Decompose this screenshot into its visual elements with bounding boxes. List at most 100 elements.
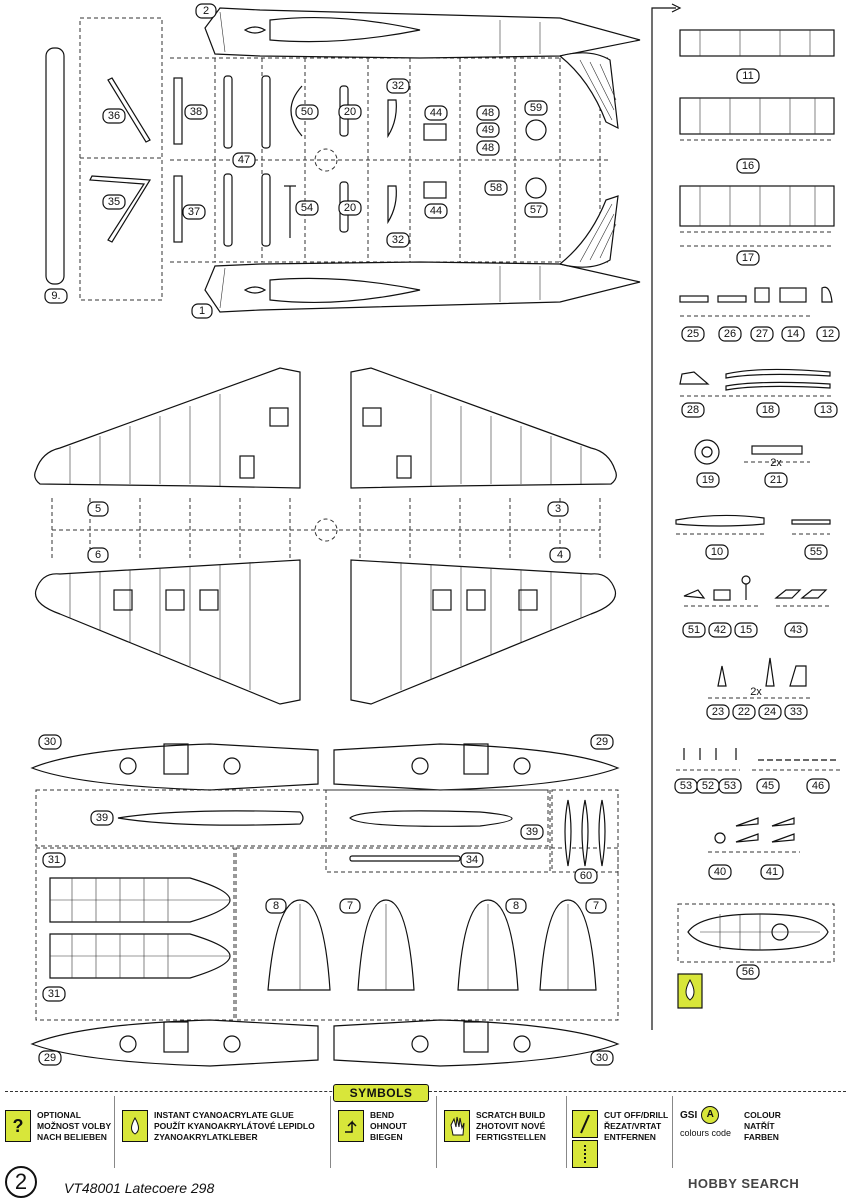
wing-lower-right [350, 559, 617, 705]
part-tag-48: 48 [476, 140, 500, 156]
part-tag-label: 50 [301, 106, 313, 118]
question-icon: ? [5, 1110, 31, 1142]
colour-cz: NATŘÍT [744, 1121, 775, 1131]
colour-de: FARBEN [744, 1132, 779, 1142]
part-tag-label: 37 [188, 206, 200, 218]
part-tag-label: 7 [593, 900, 599, 912]
part-tag-27: 27 [750, 326, 774, 342]
part-tag-label: 23 [712, 706, 724, 718]
part-tag-24: 24 [758, 704, 782, 720]
part-tag-label: 59 [530, 102, 542, 114]
part-tag-label: 31 [48, 988, 60, 1000]
quantity-annotation: 2x [770, 457, 782, 469]
part-tag-label: 25 [687, 328, 699, 340]
part-tag-18: 18 [756, 402, 780, 418]
part-tag-label: 2 [203, 5, 209, 17]
cut-de: ENTFERNEN [604, 1132, 656, 1142]
part-tag-59: 59 [524, 100, 548, 116]
glue-cz: POUŽÍT KYANOAKRYLÁTOVÉ LEPIDLO [154, 1121, 315, 1131]
column-divider [651, 3, 682, 1030]
part-tag-39: 39 [520, 824, 544, 840]
part-tag-10: 10 [705, 544, 729, 560]
part-tag-label: 11 [742, 70, 753, 82]
symbol-gsi: GSI A colours code [680, 1106, 731, 1138]
part-tag-label: 48 [482, 142, 494, 154]
glue-marker [677, 973, 703, 1009]
part-tag-29: 29 [38, 1050, 62, 1066]
part-tag-22: 22 [732, 704, 756, 720]
tail-fins-7-8 [267, 899, 597, 991]
fuselage-half-top [204, 7, 641, 130]
part-tag-label: 33 [790, 706, 802, 718]
part-tag-label: 44 [430, 107, 442, 119]
colour-code-icon: A [701, 1106, 720, 1124]
gsi-code: colours code [680, 1128, 732, 1138]
part-tag-label: 3 [555, 503, 561, 515]
struts-35-36 [89, 77, 183, 243]
part-tag-50: 50 [295, 104, 319, 120]
part-tag-label: 10 [711, 546, 723, 558]
part-tag-60: 60 [574, 868, 598, 884]
colour-en: COLOUR [744, 1110, 781, 1120]
symbol-optional: ? OPTIONAL MOŽNOST VOLBY NACH BELIEBEN [5, 1110, 111, 1166]
part-tag-20: 20 [338, 104, 362, 120]
part-tag-37: 37 [182, 204, 206, 220]
part-tag-2: 2 [195, 3, 217, 19]
part-tag-25: 25 [681, 326, 705, 342]
part-tag-label: 22 [738, 706, 750, 718]
part-tag-26: 26 [718, 326, 742, 342]
part-tag-58: 58 [484, 180, 508, 196]
scratch-cz: ZHOTOVIT NOVÉ [476, 1121, 546, 1131]
part-tag-label: 32 [392, 234, 404, 246]
part-tag-label: 49 [482, 124, 494, 136]
scratch-en: SCRATCH BUILD [476, 1110, 546, 1120]
part-tag-41: 41 [760, 864, 784, 880]
bend-de: BIEGEN [370, 1132, 403, 1142]
small-parts-row-8 [708, 817, 800, 853]
part-tag-label: 57 [530, 204, 542, 216]
bend-arrow-icon [338, 1110, 364, 1142]
float-bottom-left [30, 1019, 319, 1067]
symbols-title: SYMBOLS [333, 1084, 429, 1102]
part-tag-label: 20 [344, 202, 356, 214]
part-tag-label: 42 [714, 624, 726, 636]
part-tag-38: 38 [184, 104, 208, 120]
small-parts-row-1 [679, 286, 833, 317]
part-tag-43: 43 [784, 622, 808, 638]
part-tag-label: 52 [702, 780, 714, 792]
part-tag-label: 40 [714, 866, 726, 878]
optional-en: OPTIONAL [37, 1110, 81, 1120]
part-tag-label: 27 [756, 328, 768, 340]
part-tag-46: 46 [806, 778, 830, 794]
symbol-cut: CUT OFF/DRILL ŘEZAT/VRTAT ENTFERNEN [572, 1110, 669, 1168]
part-tag-label: 38 [190, 106, 202, 118]
part-tag-label: 12 [822, 328, 834, 340]
part-tag-29: 29 [590, 734, 614, 750]
part-tag-47: 47 [232, 152, 256, 168]
part-tag-label: 53 [724, 780, 736, 792]
part-tag-label: 8 [273, 900, 279, 912]
part-tag-44: 44 [424, 203, 448, 219]
part-number-tags: 219.363538374750542020323244444849485859… [38, 3, 840, 1066]
float-bottom-right [333, 1019, 620, 1067]
part-tag-23: 23 [706, 704, 730, 720]
part-tag-label: 1 [199, 305, 205, 317]
part-tag-12: 12 [816, 326, 840, 342]
part-tag-31: 31 [42, 852, 66, 868]
part-tag-label: 31 [48, 854, 60, 866]
part-tag-label: 32 [392, 80, 404, 92]
bend-en: BEND [370, 1110, 395, 1120]
bend-cz: OHNOUT [370, 1121, 407, 1131]
wing-upper-left [34, 367, 301, 489]
part-tag-19: 19 [696, 472, 720, 488]
part-tag-label: 13 [820, 404, 832, 416]
hand-icon [444, 1110, 470, 1142]
wing-upper-right [350, 367, 617, 489]
panels-31 [49, 877, 231, 979]
part-tag-11: 11 [736, 68, 760, 84]
part-tag-14: 14 [781, 326, 805, 342]
part-tag-label: 29 [44, 1052, 56, 1064]
small-parts-row-4 [675, 514, 831, 535]
cut-en: CUT OFF/DRILL [604, 1110, 669, 1120]
